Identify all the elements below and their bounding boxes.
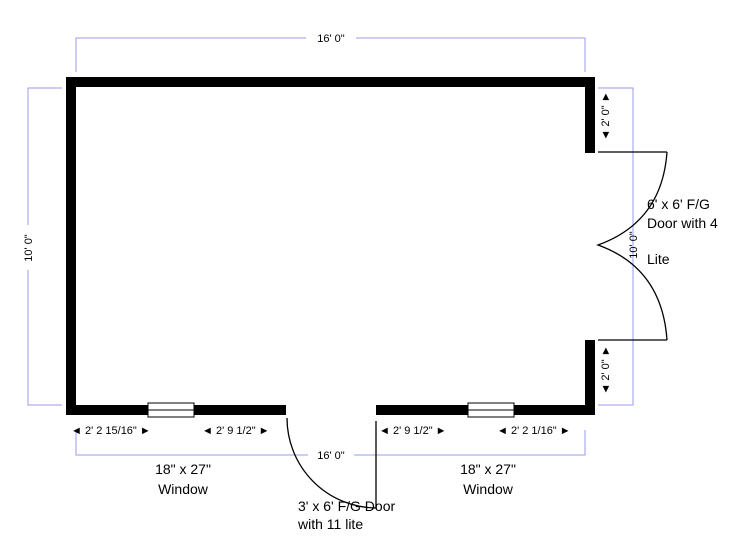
label-door-front: 3' x 6' F/G Door with 11 lite [297,498,395,532]
arrow-right-icon: ► [259,425,270,437]
dimension-bottom-label: 16' 0" [317,450,345,462]
svg-text:◄ 2' 9 1/2" ►: ◄ 2' 9 1/2" ► [202,425,270,437]
walls [66,77,595,415]
dimension-right: 10' 0" [598,87,640,406]
svg-text:6' x 6' F/G: 6' x 6' F/G [647,196,710,212]
svg-text:◄ 2' 9 1/2" ►: ◄ 2' 9 1/2" ► [379,425,447,437]
svg-text:Window: Window [158,481,209,497]
arrow-right-icon: ► [140,425,151,437]
arrow-left-icon: ◄ [379,425,390,437]
arrow-left-icon: ◄ [202,425,213,437]
svg-text:◄ 2' 0" ►: ◄ 2' 0" ► [600,91,612,140]
svg-text:◄ 2' 2 1/16" ►: ◄ 2' 2 1/16" ► [497,425,571,437]
dimension-left: 10' 0" [23,87,62,406]
arrow-right-icon: ► [436,425,447,437]
svg-text:3' x 6' F/G Door: 3' x 6' F/G Door [298,498,395,514]
dimension-top-label: 16' 0" [317,33,345,45]
label-door-side: 6' x 6' F/G Door with 4 Lite [647,196,718,267]
svg-text:18" x 27": 18" x 27" [155,461,211,477]
door-side [596,151,668,341]
arrow-right-icon: ► [560,425,571,437]
svg-text:Lite: Lite [647,251,670,267]
dimension-bottom: 16' 0" [75,430,586,462]
arrow-left-icon: ◄ [71,425,82,437]
svg-text:with 11 lite: with 11 lite [297,516,363,532]
label-window-left: 18" x 27" Window [155,461,211,497]
svg-text:18" x 27": 18" x 27" [460,461,516,477]
arrow-left-icon: ◄ [497,425,508,437]
segment-dimensions-right: ◄ 2' 0" ► ◄ 2' 0" ► [600,91,612,394]
svg-text:Window: Window [463,481,514,497]
segment-dimensions-bottom: ◄ 2' 2 15/16" ► ◄ 2' 9 1/2" ► ◄ 2' 9 1/2… [71,425,571,437]
window-left [147,402,195,418]
label-window-right: 18" x 27" Window [460,461,516,497]
dimension-top: 16' 0" [75,33,586,72]
dimension-left-label: 10' 0" [23,234,35,262]
svg-text:Door with 4: Door with 4 [647,215,718,231]
door-front [286,417,377,509]
dimension-right-label: 10' 0" [628,231,640,259]
svg-text:◄ 2' 2 15/16" ►: ◄ 2' 2 15/16" ► [71,425,151,437]
svg-text:◄ 2' 0" ►: ◄ 2' 0" ► [600,345,612,394]
window-right [467,402,515,418]
